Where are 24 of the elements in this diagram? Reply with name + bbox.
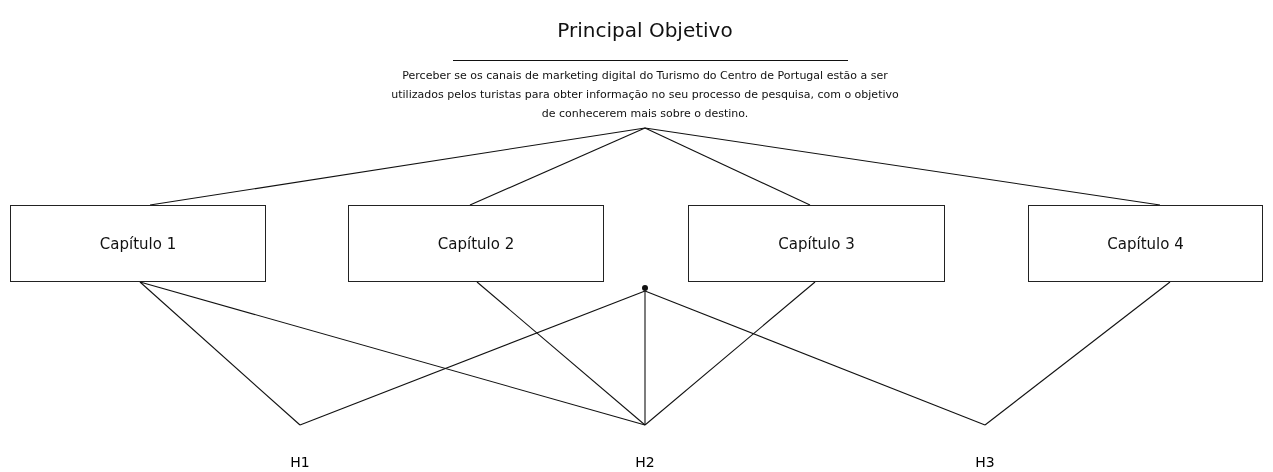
connector-line	[644, 281, 816, 426]
chapter-box	[1028, 205, 1263, 282]
chapter-label: Capítulo 4	[1107, 234, 1184, 253]
chapter-label: Capítulo 1	[99, 234, 177, 253]
objective-description: Perceber se os canais de marketing digital do Turismo do Centro de Portugal estão a ser utilizados pelos turistas para obter informação no seu processo de pesquisa, com o objetivo de conhecerem mais sobre o destino.	[390, 68, 900, 122]
connector-line	[139, 281, 301, 426]
chapter-box	[10, 205, 266, 282]
connector-line	[299, 290, 646, 426]
connector-line	[476, 281, 646, 426]
chapter-box	[688, 205, 945, 282]
hypothesis-label: H1	[289, 454, 311, 470]
connector-line	[644, 290, 646, 426]
hypothesis-label: H2	[634, 454, 656, 470]
connector-line	[644, 290, 986, 426]
chapter-box	[348, 205, 604, 282]
connector-line	[984, 281, 1171, 426]
connector-line	[644, 127, 811, 206]
chapter-label: Capítulo 3	[778, 234, 855, 253]
connector-line	[139, 281, 646, 426]
heading: Principal Objetivo	[556, 18, 734, 42]
chapter-label: Capítulo 2	[437, 234, 515, 253]
hypothesis-label: H3	[974, 454, 996, 470]
connector-line	[469, 127, 646, 206]
junction-dot	[642, 285, 648, 291]
